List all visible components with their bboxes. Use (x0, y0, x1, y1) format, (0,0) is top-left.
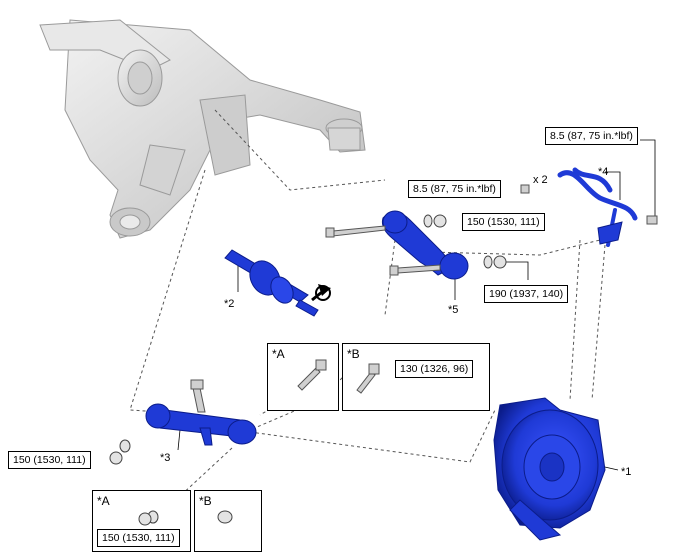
inset-b-top-tag: *B (347, 347, 360, 361)
bolts (190, 184, 658, 413)
callout-part-3: *3 (160, 452, 171, 464)
inset-a-bottom: *A 150 (1530, 111) (92, 490, 191, 552)
torque-lower-arm-nut: 150 (1530, 111) (8, 451, 91, 469)
torque-inset-b-top: 130 (1326, 96) (395, 360, 474, 378)
sensor-bracket (597, 221, 623, 245)
inset-a-bottom-tag: *A (97, 494, 110, 508)
inset-a-top: *A (267, 343, 339, 411)
inset-a-top-bolt-icon (297, 359, 327, 391)
inset-b-top: *B 130 (1326, 96) (342, 343, 490, 411)
inset-a-bottom-nut-icon (138, 510, 159, 526)
inset-b-top-bolt-icon (356, 363, 380, 394)
inset-b-bottom: *B (194, 490, 262, 552)
torque-top-right-bolt: 8.5 (87, 75 in.*lbf) (545, 127, 638, 145)
upper-control-arm (381, 210, 469, 280)
callout-part-5: *5 (448, 304, 459, 316)
drive-shaft (224, 249, 319, 317)
torque-upper-arm-nut: 150 (1530, 111) (462, 213, 545, 231)
speed-sensor-harness (557, 167, 638, 247)
callout-part-1: *1 (621, 466, 632, 478)
inset-b-bottom-tag: *B (199, 494, 212, 508)
inset-b-bottom-nut-icon (217, 510, 233, 524)
inset-a-top-tag: *A (272, 347, 285, 361)
axle-carrier-hub (493, 397, 606, 541)
callout-part-4: *4 (598, 166, 609, 178)
washers-nuts (109, 214, 507, 465)
torque-inset-a-bottom: 150 (1530, 111) (97, 529, 180, 547)
lower-control-arm (145, 403, 257, 446)
callout-part-2: *2 (224, 298, 235, 310)
rotate-arrow-icon (311, 284, 331, 302)
quantity-label: x 2 (533, 174, 548, 186)
rear-subframe (39, 19, 366, 239)
torque-upper-arm-lower-nut: 190 (1937, 140) (484, 285, 569, 303)
torque-sensor-bolt: 8.5 (87, 75 in.*lbf) (408, 180, 501, 198)
